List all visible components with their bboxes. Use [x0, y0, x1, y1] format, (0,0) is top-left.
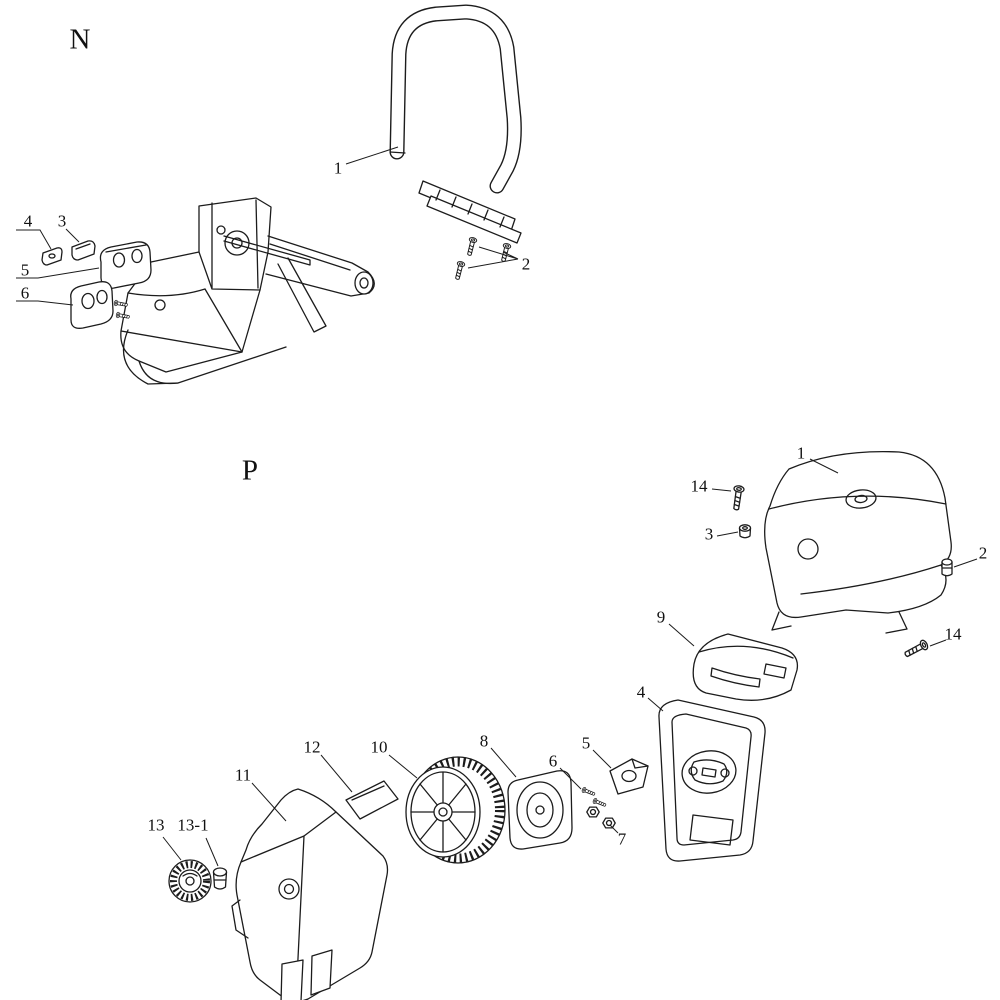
leader-p-2: [953, 558, 978, 568]
callout-p-5: 5: [581, 733, 591, 753]
part-p-5-bracket: [609, 758, 649, 795]
part-p-13-knob: [168, 859, 212, 903]
leader-p-13-1: [205, 837, 219, 867]
callout-p-8: 8: [479, 731, 489, 751]
part-p-3-cap: [738, 524, 752, 539]
part-n-handle-screws: [453, 236, 512, 281]
leader-p-12: [320, 754, 353, 793]
leader-p-8: [490, 747, 517, 778]
callout-p-13-1: 13-1: [177, 815, 209, 835]
part-p-8-filter-base: [507, 770, 573, 850]
leader-p-4: [647, 697, 664, 712]
callout-p-9: 9: [656, 607, 666, 627]
leader-n-2: [467, 246, 519, 269]
leader-p-14-top: [711, 488, 732, 492]
callout-p-7: 7: [617, 829, 627, 849]
leader-p-10: [388, 754, 418, 779]
leader-n-5: [16, 267, 100, 279]
callout-n-2: 2: [521, 254, 531, 274]
callout-p-10: 10: [370, 737, 388, 757]
leader-lines-n: [16, 146, 519, 306]
callout-n-3: 3: [57, 211, 67, 231]
callout-n-5: 5: [20, 260, 30, 280]
callout-p-11: 11: [234, 765, 252, 785]
chassis-assembly: [120, 197, 375, 385]
part-n-4-clip: [41, 247, 63, 266]
callout-p-2: 2: [978, 543, 988, 563]
part-n-5-clamp: [99, 241, 152, 289]
cover-knob-hole: [278, 878, 300, 900]
part-p-1-top-cover: [764, 450, 952, 634]
cover-round-hole: [797, 538, 819, 560]
part-p-14-screw-top: [730, 484, 746, 512]
callout-p-14-right: 14: [944, 624, 962, 644]
section-label-p: P: [241, 454, 259, 487]
callout-p-12: 12: [303, 737, 321, 757]
part-p-2-bushing: [941, 558, 953, 577]
leader-p-14-right: [929, 639, 947, 647]
leader-n-6: [16, 300, 74, 306]
section-p-artwork: [162, 450, 978, 1000]
leader-p-1: [809, 458, 839, 474]
leader-p-3: [716, 531, 739, 537]
fuel-cap-hole: [845, 489, 877, 509]
callout-n-1: 1: [333, 158, 343, 178]
callout-p-14-top: 14: [690, 476, 708, 496]
part-p-4-back-plate: [658, 699, 766, 862]
part-p-13-1-insert: [212, 867, 228, 890]
callout-p-13: 13: [147, 815, 165, 835]
leader-n-3: [65, 228, 80, 243]
leader-n-4: [16, 229, 52, 250]
leader-p-7: [609, 824, 619, 834]
part-n-3-clip: [71, 240, 96, 261]
leader-p-13: [162, 836, 182, 861]
part-p-12-gasket: [345, 780, 399, 820]
callout-p-4: 4: [636, 682, 646, 702]
part-p-9-intake-cover: [692, 633, 799, 701]
callout-p-3: 3: [704, 524, 714, 544]
part-p-14-screw-right: [902, 638, 930, 660]
leader-p-9: [668, 623, 695, 647]
part-p-7-nuts: [586, 806, 616, 829]
part-n-6-clamp: [70, 281, 131, 329]
callout-n-4: 4: [23, 211, 33, 231]
part-n-front-handle: [389, 4, 522, 244]
leader-n-1: [345, 146, 399, 165]
leader-p-5: [592, 749, 612, 769]
callout-p-1: 1: [796, 443, 806, 463]
part-p-10-air-filter: [405, 756, 506, 864]
callout-p-6: 6: [548, 751, 558, 771]
leader-p-6: [559, 767, 582, 790]
section-n-artwork: [16, 4, 522, 385]
leader-lines-p: [162, 458, 978, 867]
part-p-6-screws: [581, 786, 608, 809]
section-label-n: N: [69, 23, 91, 56]
leader-p-11: [251, 782, 287, 822]
callout-n-6: 6: [20, 283, 30, 303]
part-p-11-filter-cover: [231, 788, 389, 1000]
